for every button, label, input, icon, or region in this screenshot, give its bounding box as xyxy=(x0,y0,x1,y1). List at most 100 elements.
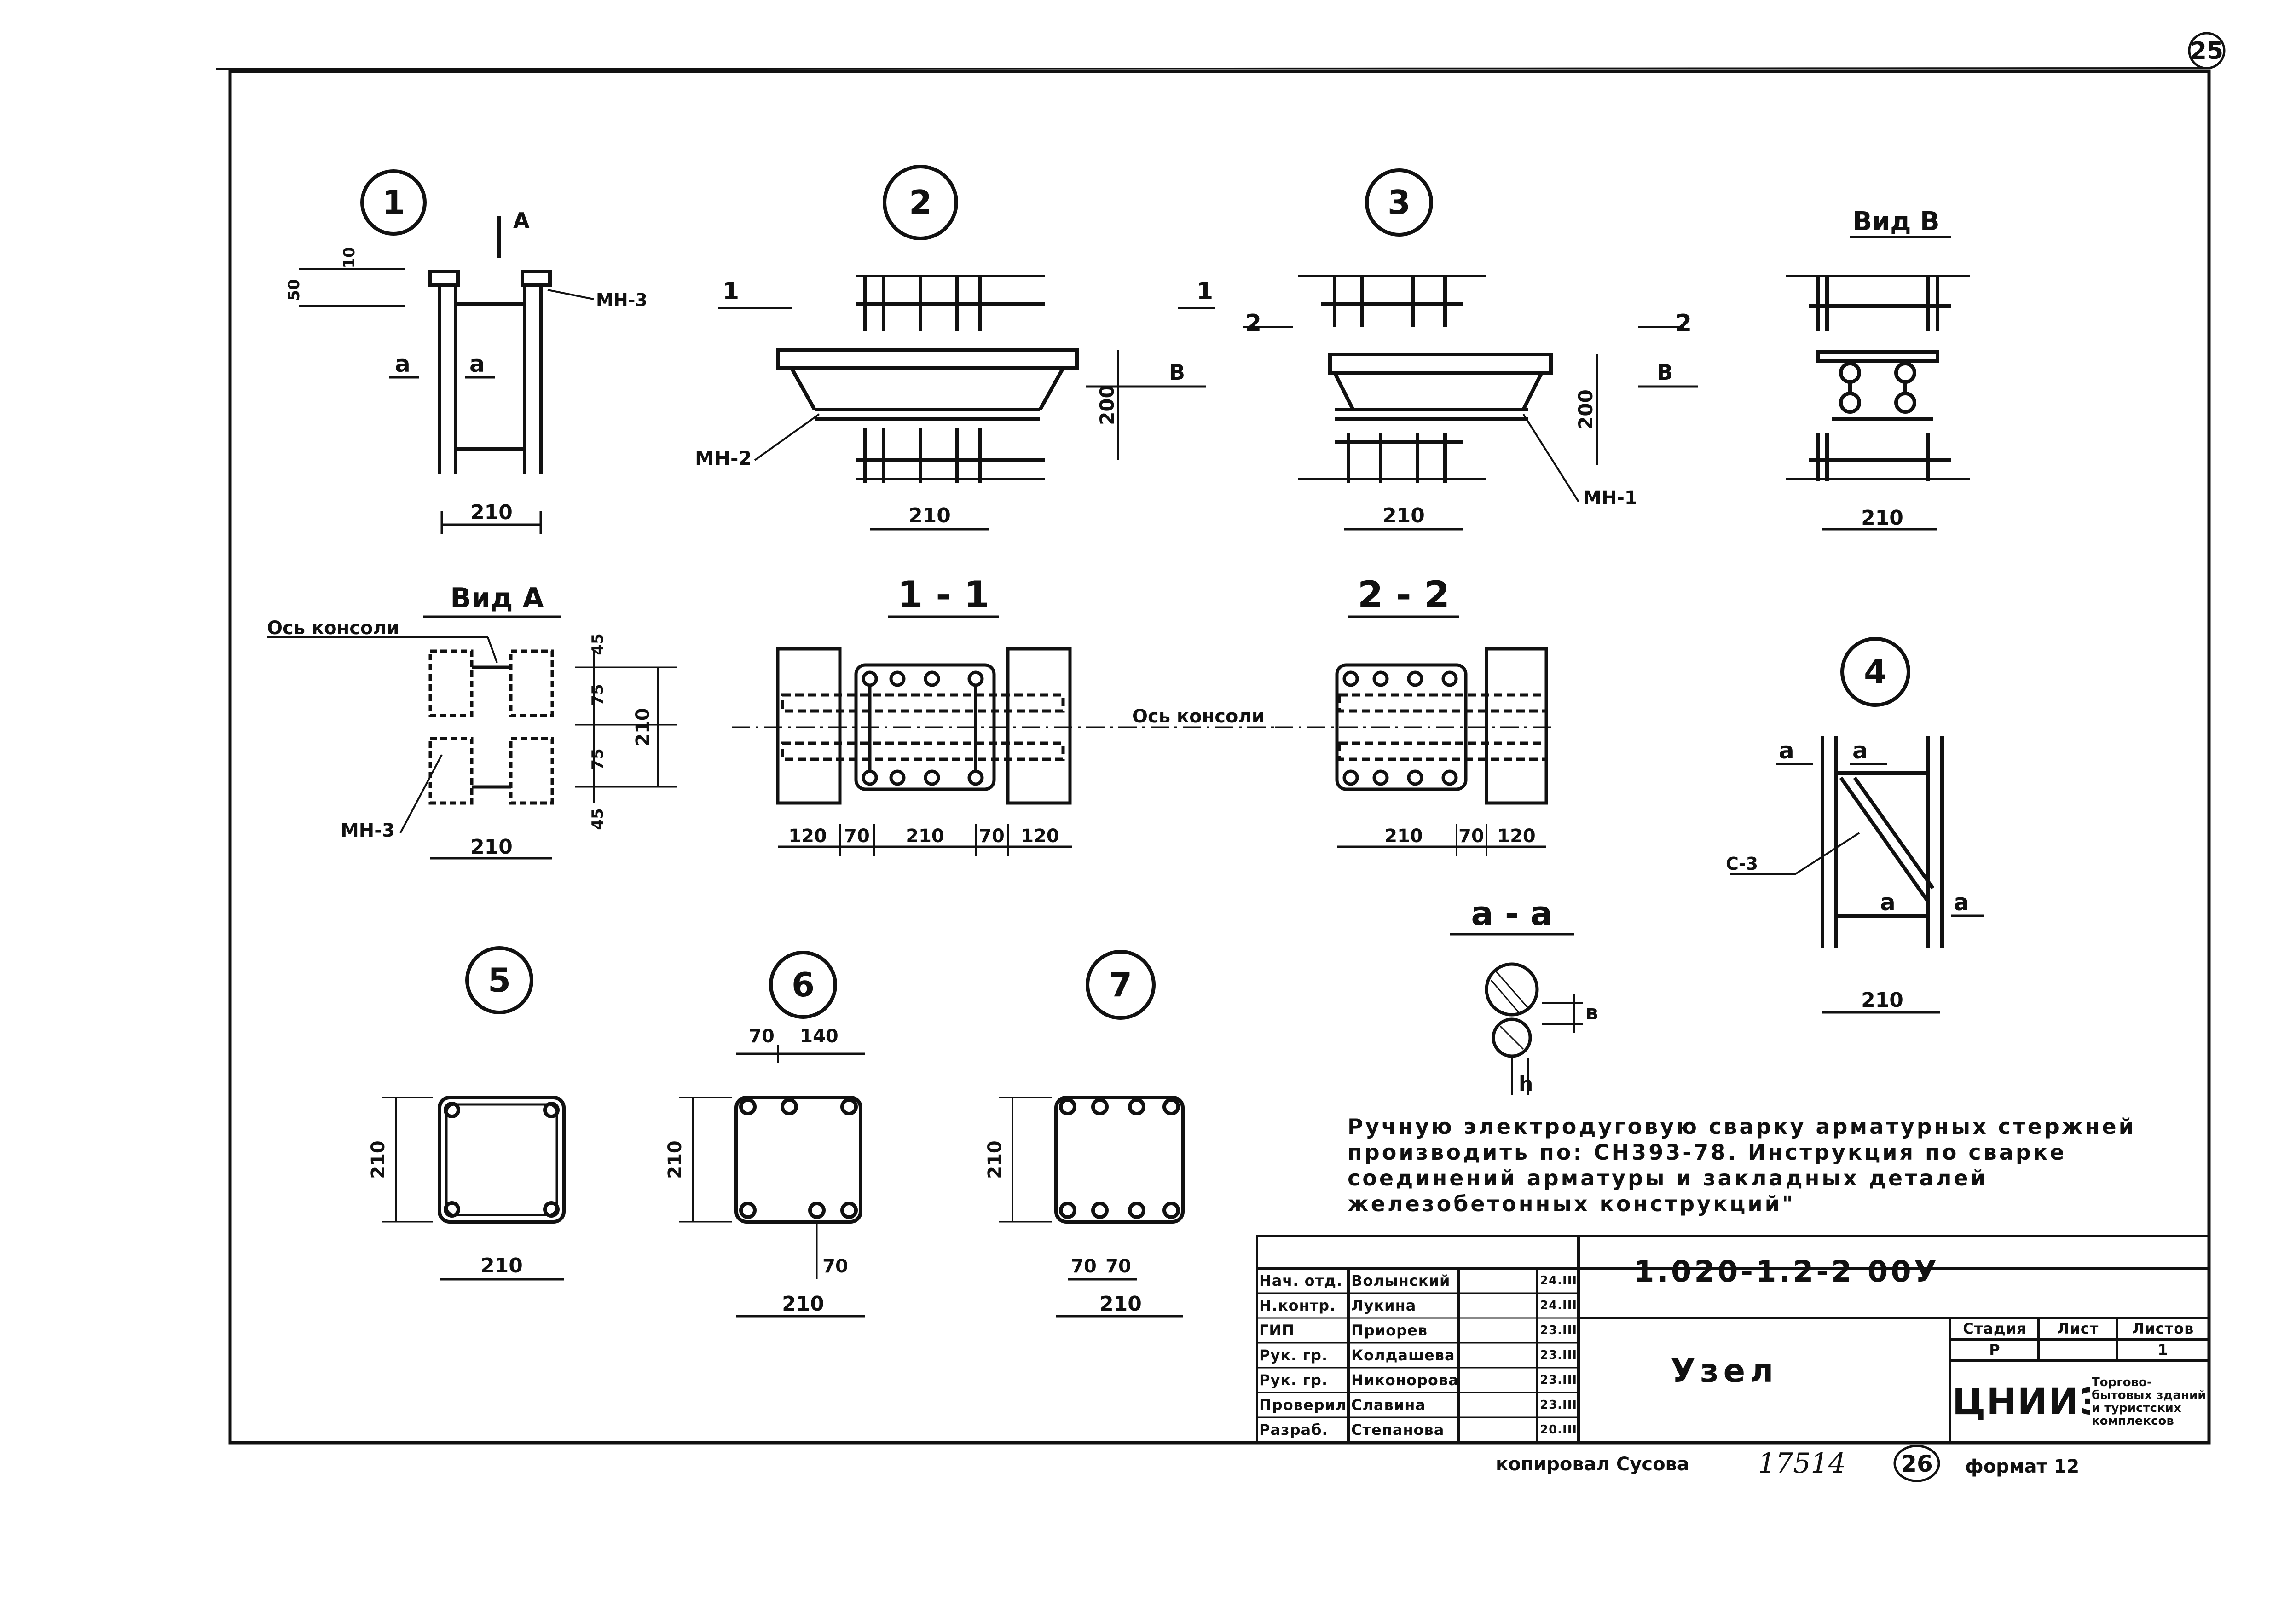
inv-number: 17514 xyxy=(1758,1447,1846,1480)
node-2-mn2-label: МН-2 xyxy=(695,447,752,469)
node-3-section-1-mark: 1 xyxy=(1197,277,1213,305)
section-2-2-title: 2 - 2 xyxy=(1358,573,1450,616)
tb-date-2: 24.III xyxy=(1540,1299,1577,1312)
page-number-mark: 26 xyxy=(1893,1445,1940,1482)
tb-date-6: 23.III xyxy=(1540,1398,1577,1412)
node-3-section-2-right-mark: 2 xyxy=(1675,310,1692,337)
node-7-dim-70-left: 70 xyxy=(1071,1256,1097,1277)
node-6-marker xyxy=(769,951,837,1019)
node-4-a-label-right: а xyxy=(1954,889,1969,916)
node-4-detail xyxy=(1730,637,1984,1014)
view-b-dim-210: 210 xyxy=(1861,506,1903,530)
node-4-a-label-mid: а xyxy=(1880,889,1896,916)
section-1-1-dim-70-right: 70 xyxy=(979,826,1005,847)
tb-name-1: Волынский xyxy=(1351,1272,1451,1289)
format-label: формат 12 xyxy=(1965,1456,2079,1477)
tb-date-7: 20.III xyxy=(1540,1423,1577,1437)
node-1-inner-a-label: а xyxy=(469,351,485,377)
section-1-1-dim-120-right: 120 xyxy=(1021,826,1059,847)
node-3-view-b-arrow-label: В xyxy=(1657,360,1673,385)
view-a-dim-210-vert: 210 xyxy=(632,708,654,746)
tb-sheets-value: 1 xyxy=(2157,1341,2169,1358)
page-number: 26 xyxy=(1901,1451,1933,1477)
node-1-view-a-arrow-label: А xyxy=(513,208,530,233)
node-7-marker xyxy=(1086,950,1156,1020)
tb-role-1: Нач. отд. xyxy=(1259,1272,1343,1289)
tb-drawing-code: 1.020-1.2-2 00У xyxy=(1634,1255,1940,1289)
tb-role-7: Разраб. xyxy=(1259,1421,1328,1439)
node-2-marker xyxy=(883,165,958,240)
section-1-1-os-konsoli: Ось консоли xyxy=(1132,706,1265,727)
node-2-dim-200: 200 xyxy=(1096,385,1118,425)
node-6-dim-140: 140 xyxy=(800,1026,839,1047)
welding-note: Ручную электродуговую сварку арматурных … xyxy=(1348,1114,2136,1216)
section-a-a-title: а - а xyxy=(1471,894,1552,933)
node-3-marker xyxy=(1365,168,1433,237)
tb-date-5: 23.III xyxy=(1540,1373,1577,1387)
view-b-detail xyxy=(1786,236,1970,531)
view-a-dim-45-top: 45 xyxy=(589,633,607,655)
node-5-number: 5 xyxy=(488,961,511,1000)
tb-role-6: Проверил xyxy=(1259,1396,1347,1414)
tb-stage-header: Стадия xyxy=(1963,1320,2027,1337)
tb-role-4: Рук. гр. xyxy=(1259,1347,1328,1364)
view-a-title: Вид А xyxy=(450,582,544,614)
tb-role-5: Рук. гр. xyxy=(1259,1371,1328,1389)
node-6-dim-70-bottom: 70 xyxy=(822,1256,848,1277)
view-a-os-konsoli: Ось консоли xyxy=(267,618,399,639)
node-1-detail xyxy=(299,169,594,534)
node-1-dim-10: 10 xyxy=(340,247,359,268)
node-4-a-label-top: а xyxy=(1852,737,1868,764)
node-3-dim-210: 210 xyxy=(1382,504,1425,527)
node-4-dim-210: 210 xyxy=(1861,988,1903,1012)
node-4-number: 4 xyxy=(1864,653,1887,691)
node-3-mn1-label: МН-1 xyxy=(1583,487,1637,509)
node-6-dim-210-vert: 210 xyxy=(665,1140,686,1179)
tb-name-4: Колдашева xyxy=(1351,1347,1455,1364)
node-6-detail xyxy=(679,951,865,1318)
view-a-dim-45-bottom: 45 xyxy=(589,808,607,830)
node-1-left-a-label: а xyxy=(395,351,411,377)
node-3-section-2-left-mark: 2 xyxy=(1245,310,1261,337)
node-2-detail xyxy=(718,165,1206,531)
tb-name-5: Никонорова xyxy=(1351,1371,1457,1389)
node-4-c3-label: С-3 xyxy=(1726,854,1758,874)
view-a-dim-210: 210 xyxy=(470,835,513,859)
tb-name-3: Приорев xyxy=(1351,1322,1428,1339)
node-7-dim-210: 210 xyxy=(1099,1292,1142,1316)
node-3-detail xyxy=(1178,168,1698,531)
tb-role-2: Н.контр. xyxy=(1259,1297,1336,1314)
view-b-title: Вид В xyxy=(1852,207,1939,237)
section-1-1-detail xyxy=(732,615,1275,856)
tb-name-6: Славина xyxy=(1351,1396,1426,1414)
tb-sheet-value xyxy=(2041,1339,2115,1360)
node-5-dim-210: 210 xyxy=(480,1254,523,1277)
node-1-dim-210: 210 xyxy=(470,501,513,524)
title-block-grid xyxy=(1256,1235,2209,1442)
view-a-mn3-label: МН-3 xyxy=(341,820,395,841)
tb-sheets-header: Листов xyxy=(2132,1320,2194,1337)
view-a-detail xyxy=(267,615,677,860)
node-2-section-1-mark: 1 xyxy=(723,277,739,305)
node-4-a-label-left: а xyxy=(1779,737,1794,764)
tb-name-7: Степанова xyxy=(1351,1421,1445,1439)
tb-drawing-title: Узел xyxy=(1671,1352,1778,1390)
section-2-2-dim-120: 120 xyxy=(1497,826,1536,847)
section-a-a-detail xyxy=(1450,933,1583,1095)
node-2-view-b-arrow-label: В xyxy=(1169,360,1185,385)
node-6-number: 6 xyxy=(792,965,815,1004)
drawing-frame xyxy=(228,69,2211,1445)
node-1-mn3-label: МН-3 xyxy=(596,290,648,310)
node-4-marker xyxy=(1840,637,1910,707)
tb-name-2: Лукина xyxy=(1351,1297,1417,1314)
section-1-1-dim-70-left: 70 xyxy=(844,826,870,847)
node-5-detail xyxy=(382,946,566,1281)
node-6-dim-210: 210 xyxy=(782,1292,824,1316)
node-7-detail xyxy=(999,950,1185,1318)
tb-date-4: 23.III xyxy=(1540,1348,1577,1362)
tb-stage-value: Р xyxy=(1989,1341,2001,1358)
node-1-dim-50: 50 xyxy=(285,279,303,301)
node-2-dim-210: 210 xyxy=(908,504,951,527)
node-3-number: 3 xyxy=(1388,183,1411,222)
node-5-marker xyxy=(465,946,533,1014)
